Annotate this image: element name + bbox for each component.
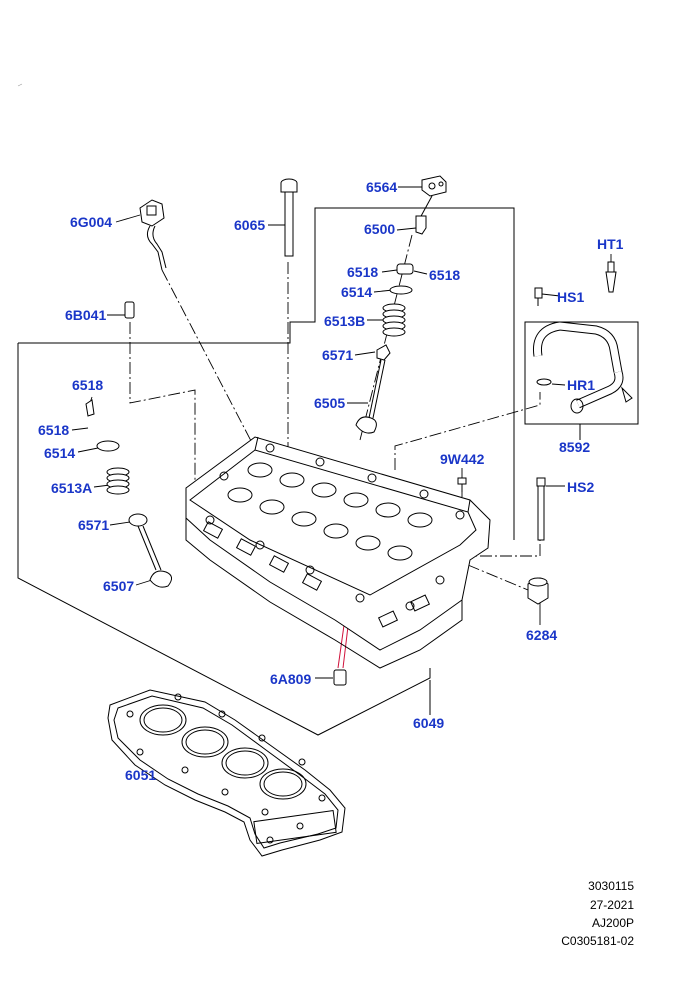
gasket-bores [139, 704, 307, 800]
label-6518-b: 6518 [429, 267, 461, 283]
label-6A809: 6A809 [270, 671, 312, 687]
cylinder-head-6049 [185, 436, 491, 669]
dowel-6B041 [124, 301, 135, 319]
label-HT1: HT1 [597, 236, 624, 252]
head-bolt-holes [205, 443, 465, 611]
bolt-HS2 [536, 477, 546, 541]
valve-spring-6513A [106, 467, 130, 495]
label-HS2: HS2 [567, 479, 595, 495]
line-dowel [129, 322, 196, 480]
corner-mark [17, 83, 23, 87]
line-6284 [467, 564, 529, 591]
label-6065: 6065 [234, 217, 266, 233]
valve-stack-exhaust [85, 399, 172, 588]
label-6514-b: 6514 [44, 445, 76, 461]
label-6518-c: 6518 [72, 377, 104, 393]
coolant-pipe-box [524, 321, 639, 425]
sensor-6564 [419, 175, 447, 219]
label-6507: 6507 [103, 578, 135, 594]
label-6571-b: 6571 [78, 517, 110, 533]
sensor-6G004 [139, 199, 167, 271]
label-6513A: 6513A [51, 480, 93, 496]
ref-line-1: 3030115 [588, 879, 634, 893]
bolt-HS1 [534, 287, 543, 306]
label-6505: 6505 [314, 395, 346, 411]
ref-line-4: C0305181-02 [561, 934, 634, 948]
label-6564: 6564 [366, 179, 398, 195]
label-6518-a: 6518 [347, 264, 379, 280]
valve-stack-intake [355, 215, 427, 434]
coolant-pipe-8592 [532, 321, 633, 414]
bushing-6A809 [333, 669, 347, 686]
cam-bearings [227, 462, 433, 561]
valve-spring-6513B [382, 303, 406, 337]
label-6571-a: 6571 [322, 347, 354, 363]
line-pipe [394, 392, 541, 470]
label-9W442: 9W442 [440, 451, 485, 467]
label-HR1: HR1 [567, 377, 596, 393]
label-HS1: HS1 [557, 289, 585, 305]
main-assembly-frame [17, 343, 431, 736]
label-6514-a: 6514 [341, 284, 373, 300]
bolt-6065 [280, 178, 298, 257]
label-6513B: 6513B [324, 313, 366, 329]
label-6284: 6284 [526, 627, 558, 643]
ref-line-2: 27-2021 [589, 898, 634, 912]
sensor-6284 [527, 577, 549, 605]
ref-line-3: AJ200P [591, 916, 634, 930]
pipe-HT1 [605, 261, 617, 293]
label-6051: 6051 [125, 767, 157, 783]
upper-frame [18, 207, 515, 540]
gasket-holes [126, 693, 326, 844]
head-gasket-6051 [107, 689, 346, 857]
label-6G004: 6G004 [70, 214, 113, 230]
label-6518-d: 6518 [38, 422, 70, 438]
head-ports [202, 521, 431, 628]
bolt-9W442 [457, 477, 467, 492]
label-6500: 6500 [364, 221, 396, 237]
label-6B041: 6B041 [65, 307, 107, 323]
label-6049: 6049 [413, 715, 445, 731]
line-sensor [161, 269, 263, 463]
frame-lines [17, 207, 639, 736]
label-8592: 8592 [559, 439, 591, 455]
